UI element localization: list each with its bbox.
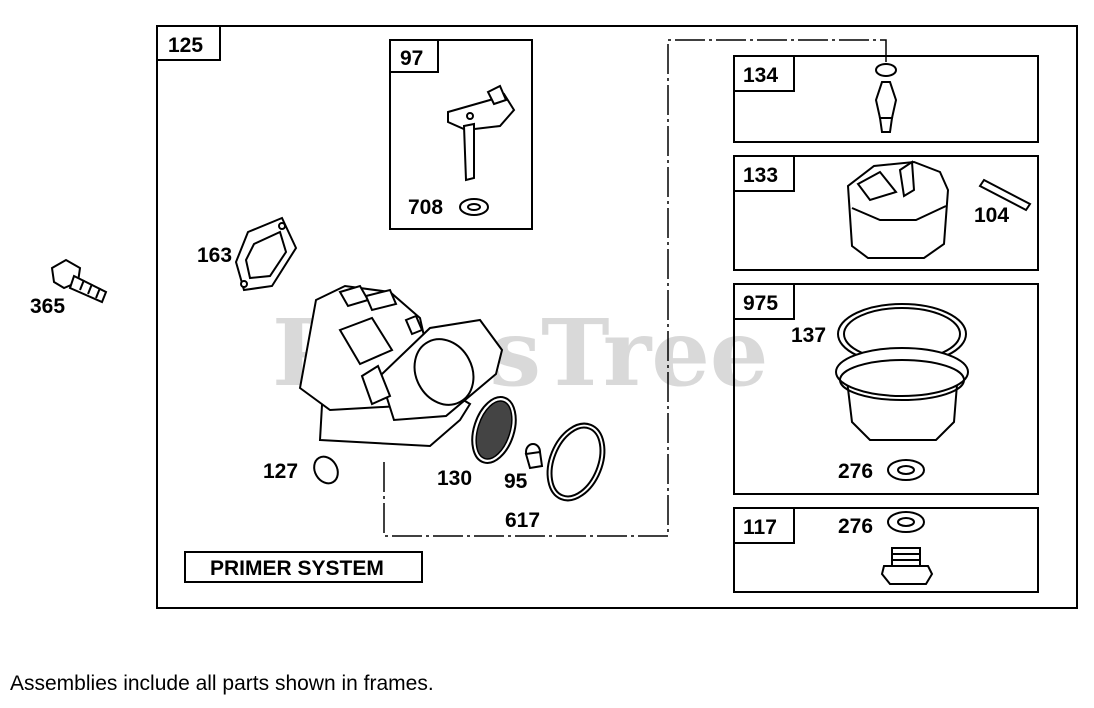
washer-part-276-a[interactable] bbox=[887, 459, 925, 481]
plug-part-127[interactable] bbox=[309, 452, 342, 487]
frame-97-tag-box bbox=[389, 39, 439, 73]
label-137[interactable]: 137 bbox=[791, 324, 826, 347]
frame-975-tag-box bbox=[733, 283, 795, 320]
frame-133 bbox=[733, 155, 1039, 271]
o-ring-part-617[interactable] bbox=[537, 415, 615, 509]
disc-part-130[interactable] bbox=[464, 391, 523, 468]
screw-part-95[interactable] bbox=[524, 443, 544, 470]
frame-97 bbox=[389, 39, 533, 230]
label-95[interactable]: 95 bbox=[504, 470, 528, 493]
frame-133-tag-box bbox=[733, 155, 795, 192]
footer-note: Assemblies include all parts shown in fr… bbox=[10, 672, 434, 695]
frame-134-number[interactable]: 134 bbox=[743, 64, 778, 87]
main-frame-tag-box bbox=[156, 25, 221, 61]
assembly-connector-line bbox=[383, 39, 887, 537]
frame-133-number[interactable]: 133 bbox=[743, 164, 778, 187]
label-708[interactable]: 708 bbox=[408, 196, 443, 219]
frame-975 bbox=[733, 283, 1039, 495]
needle-valve-part-134[interactable] bbox=[874, 63, 898, 133]
main-frame bbox=[156, 25, 1078, 609]
washer-part-708[interactable] bbox=[459, 198, 489, 216]
carburetor-body[interactable] bbox=[298, 284, 504, 448]
frame-117 bbox=[733, 507, 1039, 593]
primer-system-label[interactable]: PRIMER SYSTEM bbox=[210, 557, 384, 580]
frame-117-number[interactable]: 117 bbox=[743, 516, 777, 539]
label-104[interactable]: 104 bbox=[974, 204, 1009, 227]
label-276-a[interactable]: 276 bbox=[838, 460, 873, 483]
main-frame-number[interactable]: 125 bbox=[168, 34, 203, 57]
primer-system-box bbox=[184, 551, 423, 583]
label-365[interactable]: 365 bbox=[30, 295, 65, 318]
bolt-part-365[interactable] bbox=[50, 258, 108, 304]
frame-134-tag-box bbox=[733, 55, 795, 92]
frame-97-number[interactable]: 97 bbox=[400, 47, 423, 70]
frame-975-number[interactable]: 975 bbox=[743, 292, 778, 315]
nut-part-117[interactable] bbox=[880, 547, 934, 585]
pin-part-104[interactable] bbox=[978, 178, 1032, 212]
washer-part-276-b[interactable] bbox=[887, 511, 925, 533]
label-163[interactable]: 163 bbox=[197, 244, 232, 267]
float-part-133[interactable] bbox=[846, 160, 950, 259]
frame-117-tag-box bbox=[733, 507, 795, 544]
lever-shaft-part-97[interactable] bbox=[447, 84, 516, 182]
label-276-b[interactable]: 276 bbox=[838, 515, 873, 538]
label-617[interactable]: 617 bbox=[505, 509, 540, 532]
label-127[interactable]: 127 bbox=[263, 460, 298, 483]
fuel-bowl-part-975[interactable] bbox=[835, 347, 969, 441]
gasket-part-163[interactable] bbox=[234, 216, 298, 292]
label-130[interactable]: 130 bbox=[437, 467, 472, 490]
